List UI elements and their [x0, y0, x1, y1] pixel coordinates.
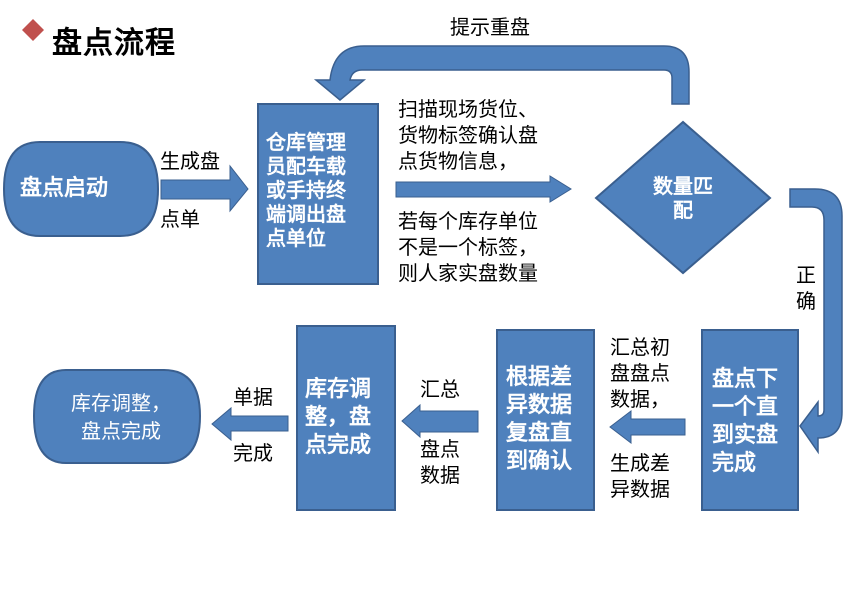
recheck-label: 根据差 异数据 复盘直 到确认: [506, 364, 572, 476]
start-node-label: 盘点启动: [20, 176, 109, 201]
summary-line: 数据，: [610, 387, 670, 411]
scan-line: 点货物信息，: [398, 149, 518, 173]
collect-line: 数据: [420, 463, 460, 487]
next-line: 一个直: [712, 395, 779, 420]
select-units-line: 员配车载: [266, 154, 346, 178]
arrow-collect: [401, 403, 479, 439]
scan-line: 扫描现场货位、: [398, 97, 538, 121]
end-line: 库存调整，: [71, 391, 171, 415]
next-line: 到实盘: [712, 423, 779, 448]
page-title: 盘点流程: [52, 26, 176, 61]
decision-line: 数量匹: [653, 174, 713, 198]
decision-node[interactable]: [594, 120, 772, 275]
correct-label: 正 确: [796, 262, 816, 314]
next-until-done-node[interactable]: [701, 329, 799, 511]
scan-line: 货物标签确认盘: [398, 123, 538, 147]
collect-label-top: 汇总: [420, 377, 460, 401]
summary-label-bottom: 生成差 异数据: [610, 450, 670, 502]
arrow-retry: [313, 45, 690, 105]
arrow-start-to-select: [160, 164, 249, 213]
next-line: 完成: [712, 451, 757, 476]
recheck-node[interactable]: [496, 329, 595, 511]
retry-label: 提示重盘: [450, 15, 530, 39]
doc-label-bottom: 完成: [233, 441, 273, 465]
adjust-line: 点完成: [305, 433, 372, 458]
scan-line: 不是一个标签，: [398, 235, 538, 259]
recheck-line: 到确认: [506, 449, 573, 474]
recheck-line: 复盘直: [506, 421, 573, 446]
correct-line: 确: [796, 289, 816, 313]
adjust-line: 整，盘: [305, 405, 372, 430]
summary-label-top: 汇总初 盘盘点 数据，: [610, 334, 670, 412]
end-node-label: 库存调整， 盘点完成: [46, 389, 196, 445]
next-line: 盘点下: [712, 367, 779, 392]
collect-label-bottom: 盘点 数据: [420, 436, 460, 488]
select-units-line: 端调出盘: [266, 202, 346, 226]
summary-line: 生成差: [610, 451, 670, 475]
bullet-diamond-icon: [22, 19, 44, 41]
end-line: 盘点完成: [81, 419, 161, 443]
scan-line: 若每个库存单位: [398, 209, 538, 233]
summary-line: 汇总初: [610, 335, 670, 359]
adjust-line: 库存调: [305, 377, 372, 402]
generate-order-label-top: 生成盘: [160, 149, 220, 173]
start-node[interactable]: [2, 141, 160, 237]
next-until-done-label: 盘点下 一个直 到实盘 完成: [712, 366, 778, 478]
arrow-select-to-decision: [395, 175, 572, 203]
arrow-summary: [609, 409, 686, 445]
decision-line: 配: [673, 198, 693, 222]
scan-line: 则人家实盘数量: [398, 261, 538, 285]
arrow-doc: [211, 406, 289, 442]
doc-label-top: 单据: [233, 385, 273, 409]
correct-line: 正: [796, 263, 816, 287]
arrow-correct: [789, 188, 843, 455]
adjust-node[interactable]: [296, 325, 396, 511]
select-units-line: 仓库管理: [266, 130, 346, 154]
summary-line: 盘盘点: [610, 361, 670, 385]
select-units-line: 点单位: [266, 226, 326, 250]
collect-line: 盘点: [420, 437, 460, 461]
scan-label-bottom: 若每个库存单位 不是一个标签， 则人家实盘数量: [398, 208, 538, 286]
adjust-label: 库存调 整，盘 点完成: [305, 376, 371, 460]
select-units-node[interactable]: [257, 103, 379, 285]
generate-order-label-bottom: 点单: [160, 207, 200, 231]
recheck-line: 异数据: [506, 393, 573, 418]
recheck-line: 根据差: [506, 365, 573, 390]
scan-label-top: 扫描现场货位、 货物标签确认盘 点货物信息，: [398, 96, 538, 174]
summary-line: 异数据: [610, 477, 670, 501]
select-units-label: 仓库管理 员配车载 或手持终 端调出盘 点单位: [266, 130, 346, 250]
decision-label: 数量匹 配: [640, 174, 726, 222]
select-units-line: 或手持终: [266, 178, 346, 202]
end-node[interactable]: [32, 369, 202, 464]
